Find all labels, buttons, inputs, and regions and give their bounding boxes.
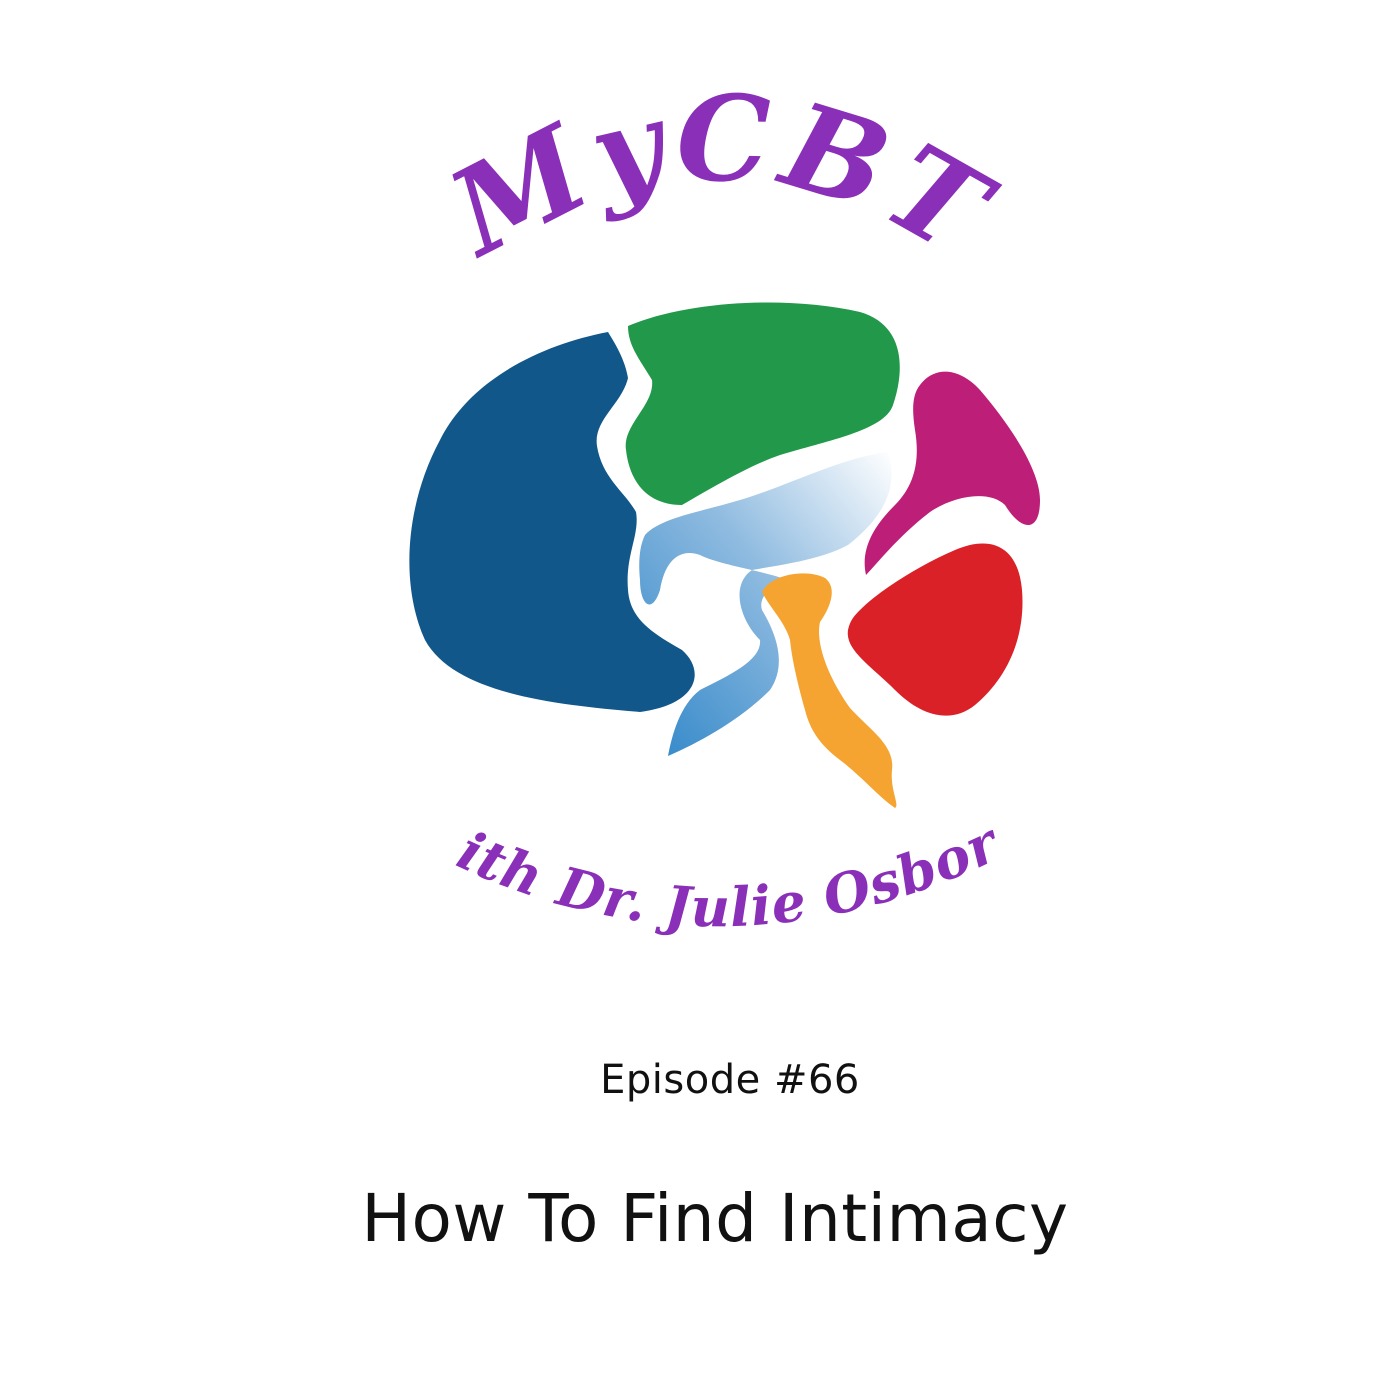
brain-illustration	[409, 302, 1040, 808]
logo-wordmark: MyCBT	[426, 68, 1015, 284]
brain-region-brainstem	[762, 573, 897, 808]
episode-number: Episode #66	[600, 1057, 860, 1103]
brain-region-occipital-top	[864, 371, 1040, 575]
brain-region-occipital-bottom	[847, 543, 1023, 716]
brain-region-temporal	[639, 452, 892, 756]
mycbt-logo: MyCBT with Dr. Julie Osborn	[0, 0, 1040, 939]
episode-title: How To Find Intimacy	[361, 1180, 1069, 1257]
logo-wordmark-text: MyCBT	[426, 68, 1009, 284]
brain-region-parietal	[625, 302, 900, 505]
brain-region-frontal	[409, 332, 695, 712]
